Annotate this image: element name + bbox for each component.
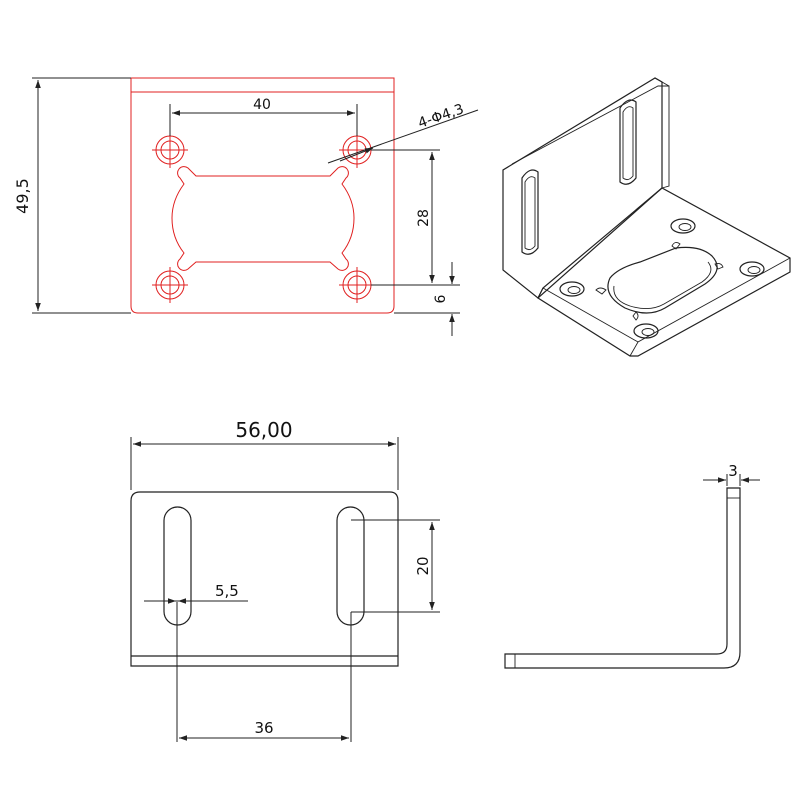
mount-hole-bottom-left: [152, 267, 188, 303]
front-slot-right: [336, 506, 365, 626]
dim-slot-width-label: 5,5: [215, 582, 239, 600]
iso-hole-1: [559, 281, 585, 297]
dim-edge-offset-label: 6: [433, 294, 449, 303]
iso-hole-2: [670, 218, 696, 234]
iso-hole-3: [739, 261, 765, 277]
isometric-view: [502, 77, 791, 357]
mount-hole-top-right: [339, 132, 375, 168]
dim-thickness-label: 3: [728, 462, 738, 480]
dim-hole-spec-label: 4-Φ4,3: [416, 101, 466, 132]
iso-hole-4: [633, 323, 659, 339]
side-profile: [504, 487, 741, 669]
iso-slot-left: [521, 169, 539, 255]
mount-hole-top-left: [152, 132, 188, 168]
dim-slot-length-label: 20: [414, 556, 432, 575]
iso-horizontal-plate: [537, 187, 791, 357]
iso-vertical-plate: [502, 77, 663, 299]
iso-slot-right: [619, 99, 637, 185]
dim-slot-pitch-label: 36: [254, 719, 273, 737]
top-plate-outline: [130, 77, 395, 314]
dim-total-height-label: 49,5: [13, 178, 32, 214]
center-cutout: [171, 166, 355, 271]
front-plate-outline: [130, 491, 399, 667]
dim-total-width-label: 56,00: [235, 418, 292, 442]
side-view: 3: [504, 462, 760, 669]
dim-hole-pitch-label: 40: [253, 97, 271, 113]
front-view: 56,00 5,5 20 36: [130, 418, 440, 742]
iso-center-cutout: [607, 246, 718, 314]
dim-vertical-pitch-label: 28: [416, 209, 432, 227]
mount-hole-bottom-right: [339, 267, 375, 303]
top-view: 40 4-Φ4,3 49,5 28 6: [13, 77, 479, 336]
